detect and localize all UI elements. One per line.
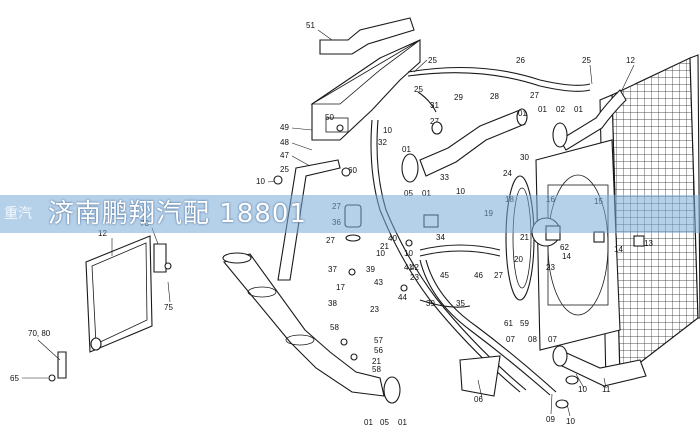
part-label: 09 xyxy=(546,415,555,424)
part-label: 01 xyxy=(364,418,373,427)
part-label: 43 xyxy=(374,278,383,287)
part-label: 24 xyxy=(503,169,512,178)
part-label: 26 xyxy=(516,56,525,65)
part-label: 28 xyxy=(490,92,499,101)
part-label: 05 xyxy=(404,189,413,198)
part-label: 57 xyxy=(374,336,383,345)
part-label: 39 xyxy=(426,299,435,308)
upper-tank-pipe xyxy=(552,89,627,151)
part-label: 40 xyxy=(388,234,397,243)
part-label: 33 xyxy=(440,173,449,182)
part-label: 13 xyxy=(644,239,653,248)
duct-06 xyxy=(459,355,501,397)
part-label: 37 xyxy=(328,265,337,274)
part-label: 47 xyxy=(280,151,289,160)
part-label: 32 xyxy=(378,138,387,147)
water-pipes xyxy=(419,244,557,396)
part-label: 20 xyxy=(514,255,523,264)
charge-air-pipe-lower xyxy=(222,252,401,404)
part-label: 23 xyxy=(546,263,555,272)
part-label: 10 xyxy=(578,385,587,394)
part-label: 11 xyxy=(602,385,611,394)
bracket-70-80 xyxy=(57,351,67,379)
watermark-prefix: 重汽 xyxy=(4,206,32,222)
part-label: 05 xyxy=(380,418,389,427)
part-label: 06 xyxy=(474,395,483,404)
part-label: 27 xyxy=(326,236,335,245)
part-label: 01 xyxy=(574,105,583,114)
part-label: 25 xyxy=(280,165,289,174)
part-label: 12 xyxy=(626,56,635,65)
lower-pipe xyxy=(552,345,647,387)
part-label: 45 xyxy=(440,271,449,280)
part-label: 70, 80 xyxy=(28,329,51,338)
part-label: 10 xyxy=(456,187,465,196)
part-label: 12 xyxy=(98,229,107,238)
part-label: 29 xyxy=(454,93,463,102)
part-label: 46 xyxy=(474,271,483,280)
part-label: 50 xyxy=(325,113,334,122)
watermark-text: 济南鹏翔汽配 18801 xyxy=(48,199,307,229)
part-label: 60 xyxy=(348,166,357,175)
part-label: 10 xyxy=(376,249,385,258)
leader-lines xyxy=(22,29,635,417)
part-label: 35 xyxy=(456,299,465,308)
part-label: 17 xyxy=(336,283,345,292)
part-label: 01 xyxy=(398,418,407,427)
part-labels: 51 25 26 25 12 50 25 31 27 28 29 27 01 0… xyxy=(10,21,653,427)
part-label: 01 xyxy=(422,189,431,198)
expansion-tank xyxy=(310,17,421,141)
part-label: 10 xyxy=(566,417,575,426)
part-label: 39 xyxy=(366,265,375,274)
intercooler xyxy=(85,235,153,353)
part-label: 25 xyxy=(414,85,423,94)
part-label: 25 xyxy=(582,56,591,65)
part-label: 34 xyxy=(436,233,445,242)
part-label: 75 xyxy=(164,303,173,312)
part-label: 21 xyxy=(372,357,381,366)
part-label: 21 xyxy=(520,233,529,242)
part-label: 23 xyxy=(410,273,419,282)
part-label: 58 xyxy=(330,323,339,332)
part-label: 01 xyxy=(538,105,547,114)
part-label: 38 xyxy=(328,299,337,308)
part-label: 23 xyxy=(370,305,379,314)
part-label: 27 xyxy=(430,117,439,126)
part-label: 56 xyxy=(374,346,383,355)
part-label: 14 xyxy=(614,245,623,254)
part-label: 41 xyxy=(404,263,413,272)
watermark-banner xyxy=(0,195,700,233)
part-label: 30 xyxy=(520,153,529,162)
part-label: 31 xyxy=(430,101,439,110)
part-label: 10 xyxy=(404,249,413,258)
part-label: 58 xyxy=(372,365,381,374)
bracket-47 xyxy=(277,159,341,281)
part-label: 62 xyxy=(560,243,569,252)
part-label: 49 xyxy=(280,123,289,132)
part-label: 08 xyxy=(528,335,537,344)
part-label: 21 xyxy=(380,242,389,251)
part-label: 44 xyxy=(398,293,407,302)
charge-air-pipe-upper xyxy=(401,108,528,183)
part-label: 10 xyxy=(256,177,265,186)
part-label: 27 xyxy=(494,271,503,280)
bracket-70 xyxy=(153,243,167,273)
part-label: 42 xyxy=(410,263,419,272)
part-label: 51 xyxy=(306,21,315,30)
part-label: 10 xyxy=(383,126,392,135)
part-label: 27 xyxy=(530,91,539,100)
part-label: 01 xyxy=(402,145,411,154)
part-label: 65 xyxy=(10,374,19,383)
part-label: 14 xyxy=(562,252,571,261)
part-label: 07 xyxy=(548,335,557,344)
part-label: 48 xyxy=(280,138,289,147)
part-label: 25 xyxy=(428,56,437,65)
vent-hoses xyxy=(370,67,591,393)
part-label: 59 xyxy=(520,319,529,328)
part-label: 61 xyxy=(504,319,513,328)
part-label: 07 xyxy=(506,335,515,344)
part-label: 02 xyxy=(556,105,565,114)
part-label: 01 xyxy=(518,109,527,118)
